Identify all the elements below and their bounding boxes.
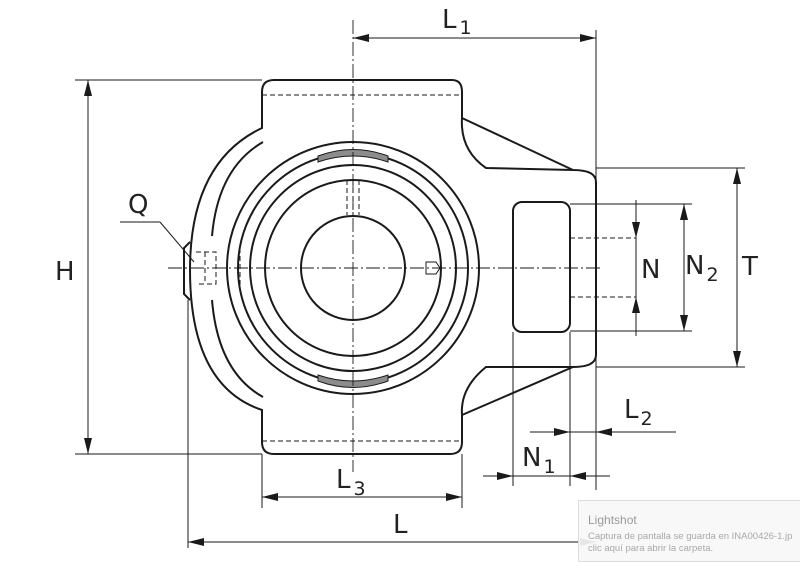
label-h: H	[55, 257, 75, 287]
dimension-lines	[84, 34, 741, 546]
notification-app-name: Lightshot	[588, 513, 637, 527]
extension-lines	[75, 30, 745, 548]
notification-message: Captura de pantalla se guarda en INA0042…	[588, 531, 793, 542]
slot-window	[512, 201, 571, 333]
center-lines	[168, 20, 636, 472]
notification-link[interactable]: clic aquí para abrir la carpeta.	[588, 543, 714, 554]
label-t: T	[741, 252, 758, 282]
label-n: N	[641, 255, 660, 285]
housing-outline	[183, 79, 597, 455]
label-q: Q	[128, 190, 148, 220]
label-l: L	[393, 510, 408, 540]
lightshot-notification[interactable]: Lightshot Captura de pantalla se guarda …	[578, 500, 800, 562]
